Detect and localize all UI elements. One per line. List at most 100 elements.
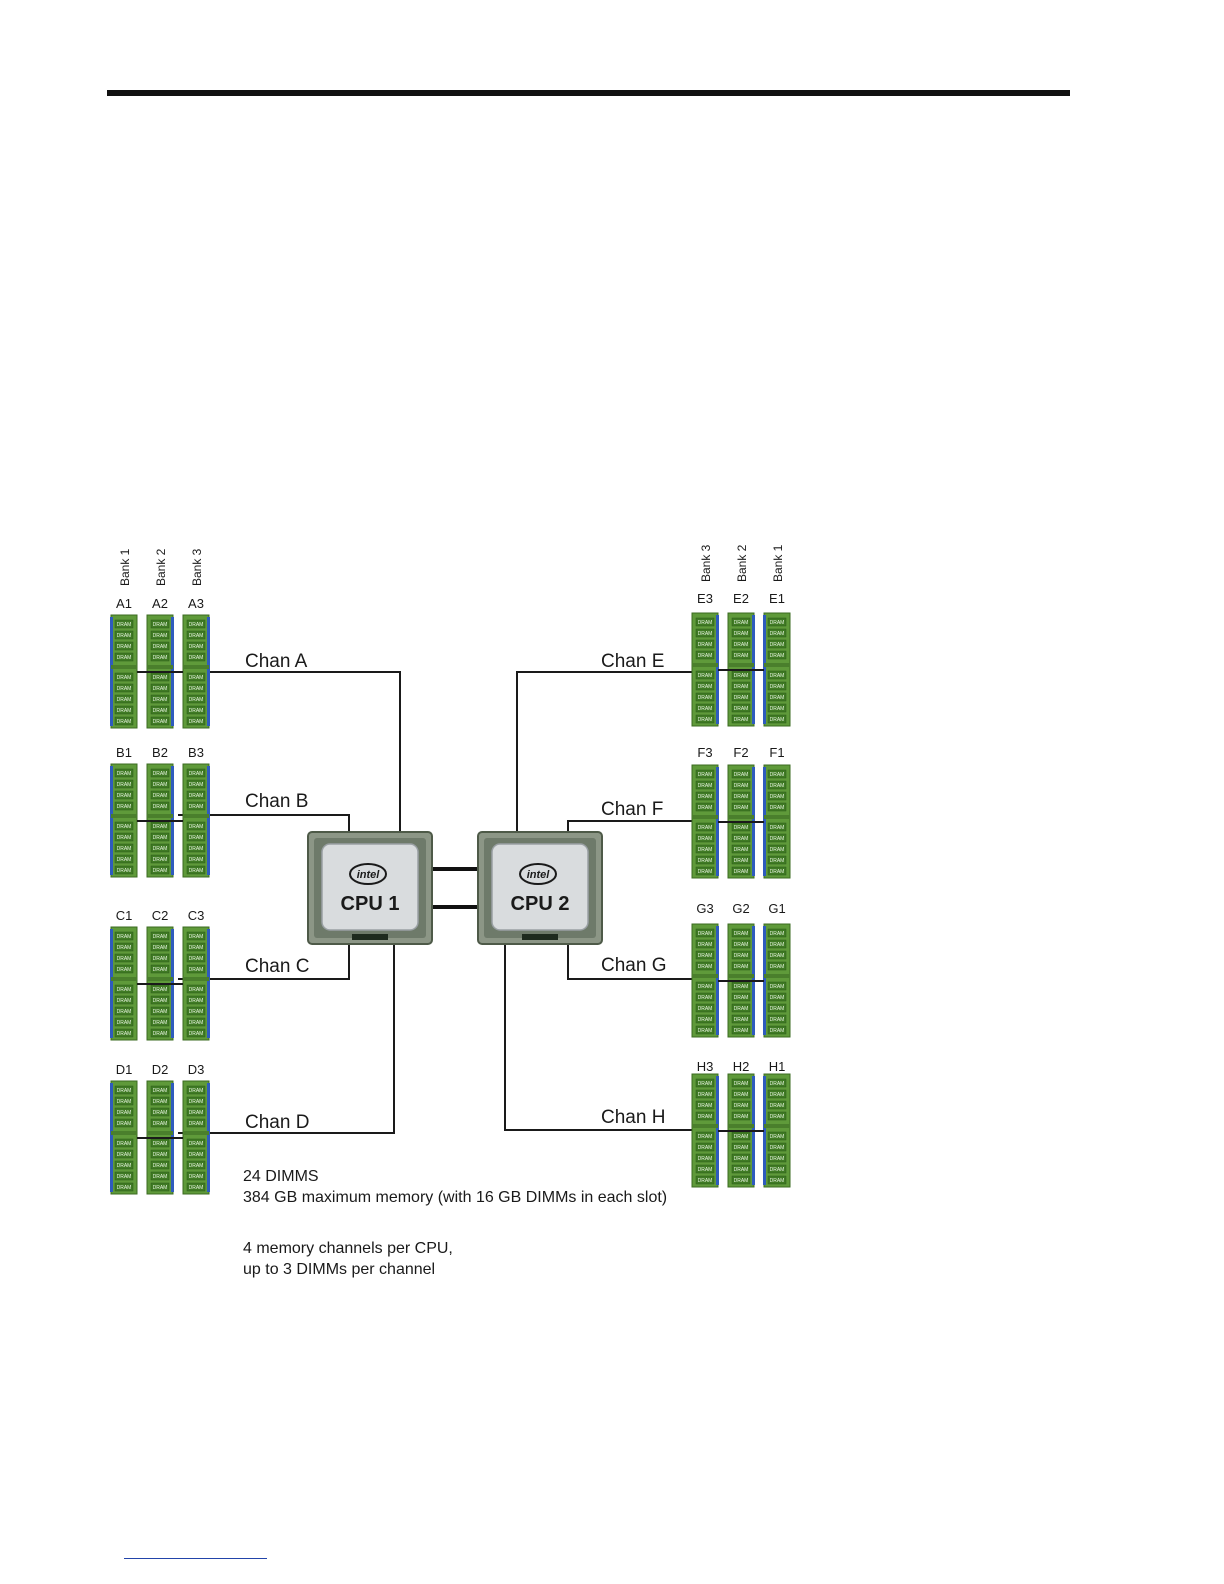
- dram-chip: [695, 791, 715, 801]
- dram-chip: [695, 844, 715, 854]
- footnote-text: 24 DIMMS: [243, 1168, 319, 1185]
- dram-chip-label: DRAM: [698, 1103, 713, 1109]
- dram-chip-label: DRAM: [698, 673, 713, 679]
- dram-chip: [767, 1014, 787, 1024]
- dram-chip: [767, 1153, 787, 1163]
- dram-chip-label: DRAM: [189, 1141, 204, 1147]
- dram-chip: [186, 801, 206, 811]
- dram-chip: [695, 650, 715, 660]
- dimm-notch: [692, 815, 718, 819]
- channel-label: Chan H: [601, 1107, 665, 1128]
- dram-chip: [695, 769, 715, 779]
- dram-chip-label: DRAM: [770, 1178, 785, 1184]
- dram-chip-label: DRAM: [770, 783, 785, 789]
- dram-chip: [186, 1160, 206, 1170]
- dram-chip-label: DRAM: [698, 684, 713, 690]
- dram-chip-label: DRAM: [117, 644, 132, 650]
- dram-chip-label: DRAM: [117, 771, 132, 777]
- dram-chip: [150, 953, 170, 963]
- dram-chip: [695, 866, 715, 876]
- dram-chip-label: DRAM: [698, 1081, 713, 1087]
- dram-chip-label: DRAM: [117, 1185, 132, 1191]
- intel-logo-text: intel: [527, 869, 551, 881]
- dram-chip: [767, 1175, 787, 1185]
- dram-chip-label: DRAM: [117, 998, 132, 1004]
- dram-chip: [767, 855, 787, 865]
- dram-chip: [114, 1160, 134, 1170]
- dram-chip-label: DRAM: [117, 793, 132, 799]
- dram-chip: [695, 692, 715, 702]
- dram-chip-label: DRAM: [153, 835, 168, 841]
- dram-chip: [150, 768, 170, 778]
- dram-chip-label: DRAM: [734, 1114, 749, 1120]
- dram-chip: [150, 716, 170, 726]
- dram-chip: [731, 844, 751, 854]
- dram-chip-label: DRAM: [734, 995, 749, 1001]
- dram-chip-label: DRAM: [189, 967, 204, 973]
- dram-chip-label: DRAM: [189, 956, 204, 962]
- dram-chip-label: DRAM: [153, 633, 168, 639]
- dram-chip: [186, 672, 206, 682]
- dram-chip-label: DRAM: [117, 804, 132, 810]
- cpu-heat-spreader: [491, 843, 589, 931]
- dram-chip: [114, 652, 134, 662]
- slot-label: D1: [116, 1062, 133, 1077]
- cpu-link: [428, 905, 488, 909]
- dram-chip-label: DRAM: [770, 1167, 785, 1173]
- channel-wire: [178, 944, 350, 980]
- dram-chip: [114, 1149, 134, 1159]
- dram-chip-label: DRAM: [698, 1145, 713, 1151]
- dram-chip-label: DRAM: [117, 708, 132, 714]
- dimm-edge-connector: [716, 767, 719, 876]
- dram-chip: [150, 1149, 170, 1159]
- dram-chip-label: DRAM: [698, 653, 713, 659]
- dram-chip-label: DRAM: [770, 847, 785, 853]
- dram-chip: [186, 1085, 206, 1095]
- dimm-notch: [147, 814, 173, 818]
- dram-chip: [767, 1131, 787, 1141]
- dram-chip-label: DRAM: [153, 1009, 168, 1015]
- dimm-notch: [764, 1124, 790, 1128]
- dram-chip: [731, 992, 751, 1002]
- dram-chip: [150, 995, 170, 1005]
- dram-chip: [695, 1089, 715, 1099]
- dram-chip: [114, 779, 134, 789]
- slot-label: H1: [769, 1059, 786, 1074]
- dram-chip: [767, 939, 787, 949]
- dram-chip-label: DRAM: [153, 675, 168, 681]
- dimm-notch: [147, 665, 173, 669]
- dram-chip-label: DRAM: [153, 1020, 168, 1026]
- dram-chip-label: DRAM: [770, 825, 785, 831]
- dram-chip-label: DRAM: [189, 697, 204, 703]
- dram-chip: [695, 1153, 715, 1163]
- dram-chip-label: DRAM: [153, 987, 168, 993]
- dimm-notch: [183, 1131, 209, 1135]
- dram-chip: [186, 619, 206, 629]
- dram-chip: [695, 1164, 715, 1174]
- dram-chip: [186, 705, 206, 715]
- dram-chip: [150, 865, 170, 875]
- channel-wire: [178, 944, 395, 1134]
- dram-chip-label: DRAM: [770, 653, 785, 659]
- dram-chip-label: DRAM: [734, 1103, 749, 1109]
- slot-label: B1: [116, 745, 132, 760]
- dram-chip: [731, 1164, 751, 1174]
- slot-label: F3: [697, 745, 712, 760]
- cpu-link: [428, 867, 488, 871]
- dram-chip: [767, 670, 787, 680]
- dram-chip: [186, 1182, 206, 1192]
- dram-chip: [731, 628, 751, 638]
- dram-chip-label: DRAM: [153, 1174, 168, 1180]
- dram-chip-label: DRAM: [734, 953, 749, 959]
- dram-chip: [114, 953, 134, 963]
- dram-chip-label: DRAM: [189, 934, 204, 940]
- slot-label: C3: [188, 908, 205, 923]
- dram-chip-label: DRAM: [117, 1121, 132, 1127]
- dram-chip: [767, 950, 787, 960]
